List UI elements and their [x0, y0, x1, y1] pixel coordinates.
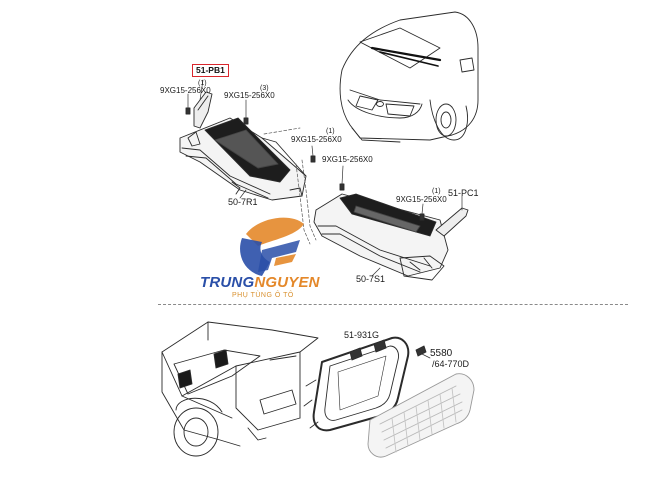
seal-bracket-51-pc1 — [435, 207, 469, 237]
trung-nguyen-logo — [240, 217, 304, 276]
part-label-bolt[interactable]: 9XG15-256X0 — [291, 135, 342, 144]
section-divider — [158, 304, 628, 305]
qty-label: (1) — [198, 80, 207, 87]
qty-label: (3) — [260, 85, 269, 92]
part-label-bolt[interactable]: 9XG15-256X0 — [224, 91, 275, 100]
clip-icon-5580 — [415, 345, 427, 357]
brand-tagline: PHỤ TÙNG Ô TÔ — [232, 292, 294, 299]
part-label-bolt[interactable]: 9XG15-256X0 — [160, 86, 211, 95]
pickup-bed-illustration — [161, 321, 319, 457]
rear-window-frame-51-931g — [303, 336, 410, 432]
dashed-guides — [263, 127, 317, 245]
cowl-panel-right-50-7s1 — [313, 193, 449, 281]
qty-label: (1) — [326, 128, 335, 135]
car-front-illustration — [339, 11, 479, 143]
part-label-51-931g[interactable]: 51-931G — [344, 330, 380, 340]
brand-name-part1: TRUNG — [200, 274, 255, 291]
seal-bracket-51-pb1 — [193, 91, 213, 129]
brand-name-part2: NGUYEN — [254, 274, 320, 291]
part-label-50-7s1[interactable]: 50-7S1 — [356, 274, 386, 284]
part-label-64-770d[interactable]: /64-770D — [432, 359, 470, 369]
vent-grille-64-770d — [367, 373, 475, 458]
part-label-5580[interactable]: 5580 — [430, 348, 453, 359]
qty-label: (1) — [432, 188, 441, 195]
part-label-50-7r1[interactable]: 50-7R1 — [228, 197, 258, 207]
part-label-bolt[interactable]: 9XG15-256X0 — [322, 155, 373, 164]
part-label-51-pc1[interactable]: 51-PC1 — [448, 188, 479, 198]
brand-name: TRUNGNGUYEN — [200, 275, 320, 290]
part-label-51-pb1[interactable]: 51-PB1 — [192, 64, 229, 77]
cowl-panel-left-50-7r1 — [179, 117, 307, 201]
part-label-bolt[interactable]: 9XG15-256X0 — [396, 195, 447, 204]
